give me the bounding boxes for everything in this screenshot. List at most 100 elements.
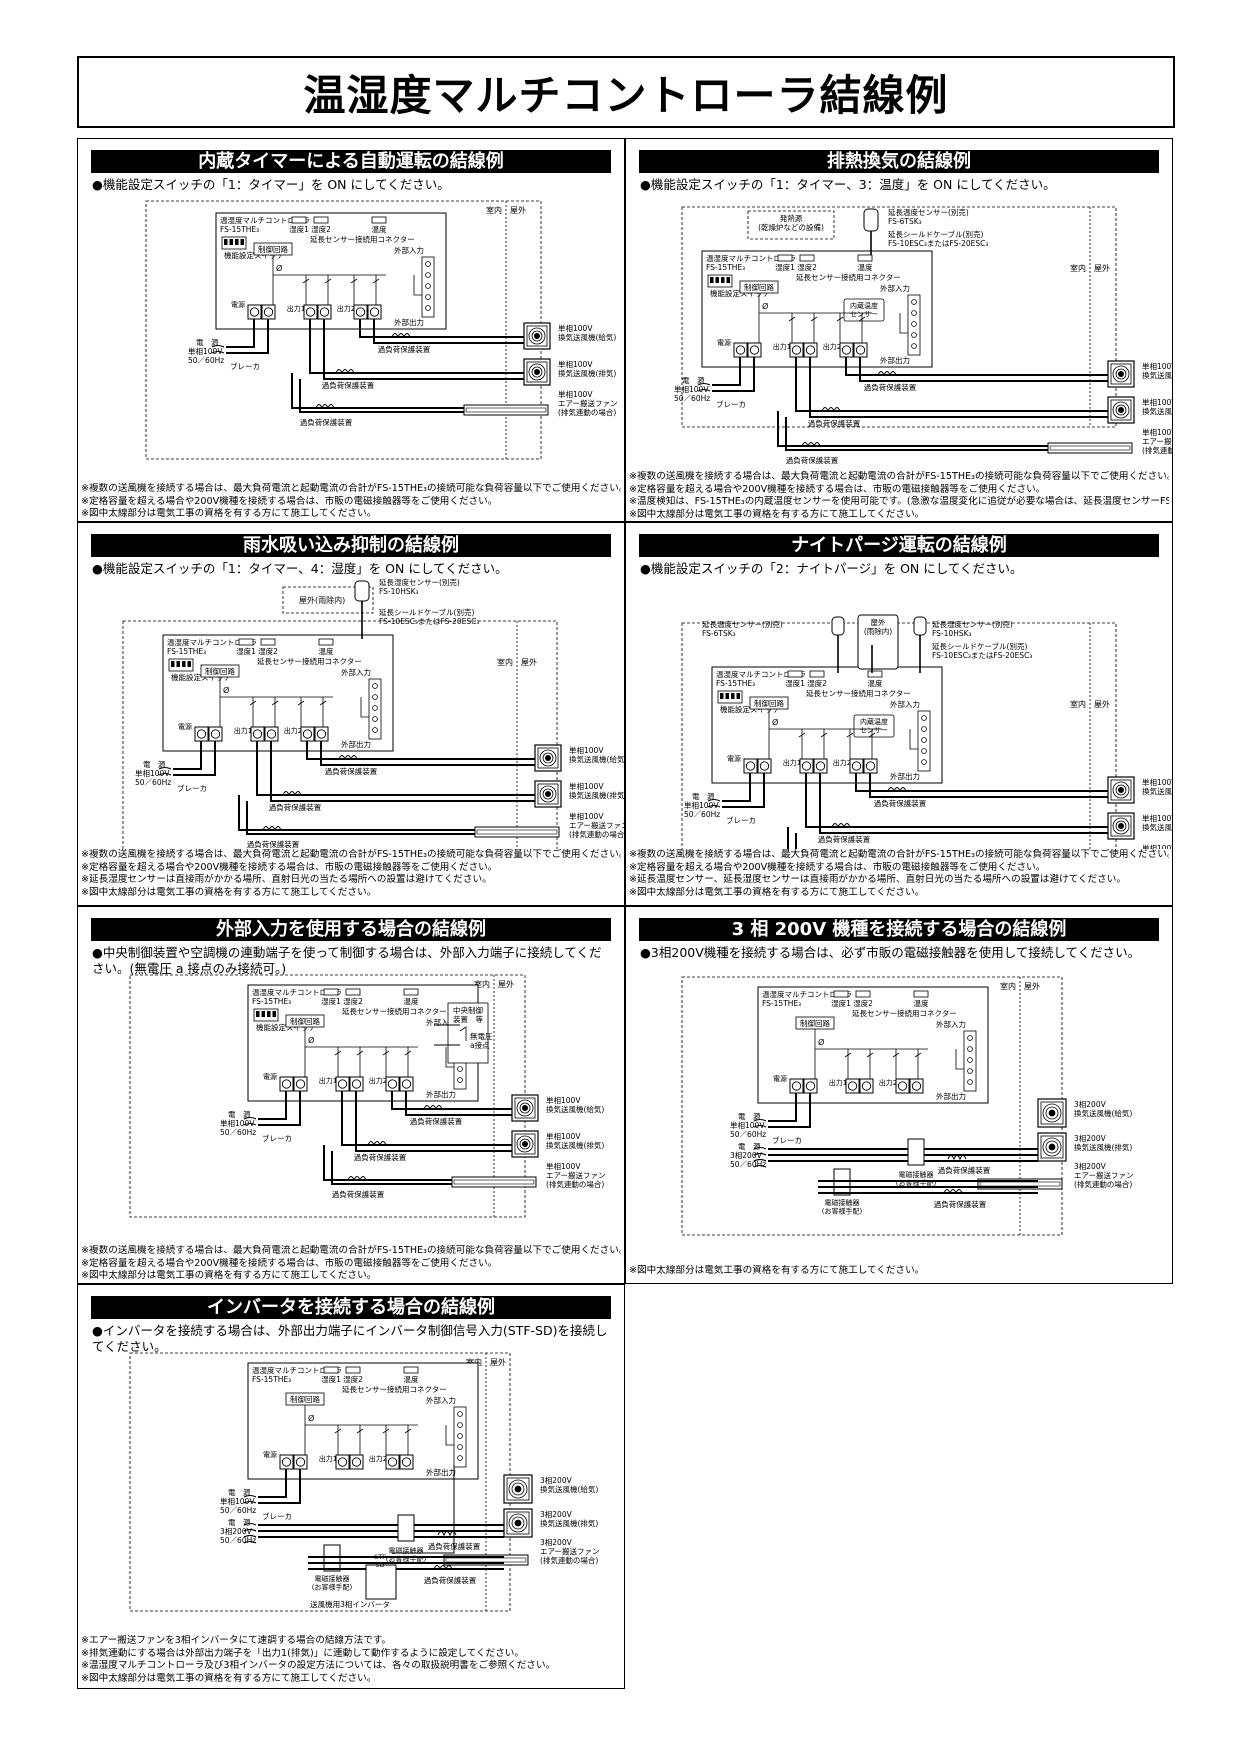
air-duct-fan xyxy=(474,826,560,838)
humidity1-connector xyxy=(323,1366,339,1374)
power-label: 電源 xyxy=(178,722,192,731)
page-title: 温湿度マルチコントローラ結線例 xyxy=(303,70,949,120)
temperature-connector xyxy=(403,1366,419,1374)
panel-note: ※図中太線部分は電気工事の資格を有する方にて施工してください。 xyxy=(81,886,377,898)
wiring-panel-rain: 雨水吸い込み抑制の結線例●機能設定スイッチの「1：タイマー、4：湿度」を ON … xyxy=(77,522,625,906)
panel-instruction: ●機能設定スイッチの「1：タイマー」を ON にしてください。 xyxy=(92,177,450,192)
humidity2-connector xyxy=(345,988,361,996)
external-output-label: 外部出力 xyxy=(341,739,371,749)
connector-label: 延長センサー接続用コネクター xyxy=(342,1006,447,1016)
control-circuit-label: 制御回路 xyxy=(290,1394,320,1404)
phase-mark: Ø xyxy=(308,1035,314,1045)
output1-label: 出力1 xyxy=(319,1454,337,1463)
overload-coil-2 xyxy=(367,1141,387,1147)
panel-instruction: ●中央制御装置や空調機の連動端子を使って制御する場合は、外部入力端子に接続してく… xyxy=(92,945,602,976)
panel-note: ※温度検知は、FS-15THE₃の内蔵温度センサーを使用可能です。(急激な温度変… xyxy=(629,496,1169,507)
source3-freq: 50／60Hz xyxy=(220,1536,256,1545)
diagram-svg: 室内屋外温湿度マルチコントローラFS-15THE₃湿度1湿度2温度延長センサー接… xyxy=(129,1352,600,1612)
external-output-label: 外部出力 xyxy=(890,771,920,781)
humidity2-label: 湿度2 xyxy=(343,1374,363,1384)
supply-fan xyxy=(1107,776,1135,804)
overload-coil-2 xyxy=(335,369,355,375)
panel-notes: ※複数の送風機を接続する場合は、最大負荷電流と起動電流の合計がFS-15THE₃… xyxy=(81,483,621,521)
external-input-label: 外部入力 xyxy=(890,699,920,709)
source3-freq: 50／60Hz xyxy=(730,1160,766,1169)
control-circuit-label: 制御回路 xyxy=(800,1018,830,1028)
output1-label: 出力1 xyxy=(234,726,252,735)
connector-label: 延長センサー接続用コネクター xyxy=(257,656,362,666)
supply-fan xyxy=(511,1094,539,1122)
humidity1-label: 湿度1 xyxy=(785,678,805,688)
source-freq: 50／60Hz xyxy=(135,778,171,787)
controller-name: 温湿度マルチコントローラ xyxy=(716,669,806,679)
indoor-label: 室内 xyxy=(486,205,502,215)
breaker-label: ブレーカ xyxy=(177,783,207,793)
outdoor-label: 屋外 xyxy=(498,979,514,989)
external-output-label: 外部出力 xyxy=(880,355,910,365)
overload-label-3: 過負荷保護装置 xyxy=(300,417,353,427)
overload-coil-2 xyxy=(282,791,302,797)
power-label: 電源 xyxy=(717,338,731,347)
connector-label: 延長センサー接続用コネクター xyxy=(852,1008,957,1018)
outdoor-rain2-label: 屋外(雨除内) xyxy=(864,617,892,636)
temperature-connector xyxy=(318,638,334,646)
panel-title: 内蔵タイマーによる自動運転の結線例 xyxy=(91,150,611,173)
phase-mark: Ø xyxy=(276,263,282,273)
humidity1-connector xyxy=(238,638,254,646)
ext-temp-sensor-label: 延長温度センサー(別売)FS-6TSK₃ xyxy=(888,207,969,226)
external-input-label: 外部入力 xyxy=(394,245,424,255)
controller-model: FS-15THE₃ xyxy=(762,999,801,1008)
outdoor-rain-label: 屋外(雨除内) xyxy=(299,595,345,605)
external-input-label: 外部入力 xyxy=(426,1017,456,1027)
humidity1-label: 湿度1 xyxy=(289,224,309,234)
heat-source-label: 発熱源(乾燥炉などの設備) xyxy=(758,213,824,232)
panel-title: 外部入力を使用する場合の結線例 xyxy=(91,918,611,941)
heat-source-box xyxy=(747,210,835,240)
source-label: 電 源 xyxy=(228,1110,251,1119)
dip-switch xyxy=(168,658,194,672)
source-freq: 50／60Hz xyxy=(188,356,224,365)
overload-label-1: 過負荷保護装置 xyxy=(410,1116,463,1126)
central-device-label: 中央制御装置 等 xyxy=(453,1005,483,1024)
overload-label-2: 過負荷保護装置 xyxy=(269,802,322,812)
external-output-label: 外部出力 xyxy=(426,1467,456,1477)
contactor-label-2: 電磁接触器(お客様手配) xyxy=(312,1574,353,1592)
panel-note: ※延長湿度センサーは直接雨がかかる場所、直射日光の当たる場所への設置は避けてくだ… xyxy=(81,874,492,885)
humidity2-connector xyxy=(799,254,815,262)
outdoor-label: 屋外 xyxy=(510,205,526,215)
panel-note: ※複数の送風機を接続する場合は、最大負荷電流と起動電流の合計がFS-15THE₃… xyxy=(81,483,621,494)
panel-notes: ※複数の送風機を接続する場合は、最大負荷電流と起動電流の合計がFS-15THE₃… xyxy=(81,849,621,899)
controller-model: FS-15THE₃ xyxy=(220,225,259,234)
external-input-label: 外部入力 xyxy=(341,667,371,677)
installation-boundary xyxy=(681,976,1063,1236)
outdoor-rain-box xyxy=(282,586,374,614)
contactor-1 xyxy=(907,1138,925,1166)
temperature-label: 温度 xyxy=(404,1374,419,1384)
exhaust-fan xyxy=(1037,1132,1067,1162)
exhaust-fan xyxy=(503,1508,533,1538)
contactor-label-1: 電磁接触器(お客様手配) xyxy=(896,1170,937,1188)
controller-model: FS-15THE₃ xyxy=(167,647,206,656)
panel-note: ※複数の送風機を接続する場合は、最大負荷電流と起動電流の合計がFS-15THE₃… xyxy=(81,849,621,860)
overload-coil-2 xyxy=(831,823,851,829)
installation-boundary xyxy=(129,1352,511,1612)
wiring-panel-night: ナイトパージ運転の結線例●機能設定スイッチの「2：ナイトパージ」を ON にして… xyxy=(625,522,1173,906)
exhaust-fan xyxy=(1107,812,1135,840)
breaker-label: ブレーカ xyxy=(262,1133,292,1143)
source-freq: 50／60Hz xyxy=(674,394,710,403)
exhaust-fan xyxy=(523,358,551,386)
power-label: 電源 xyxy=(263,1072,277,1081)
